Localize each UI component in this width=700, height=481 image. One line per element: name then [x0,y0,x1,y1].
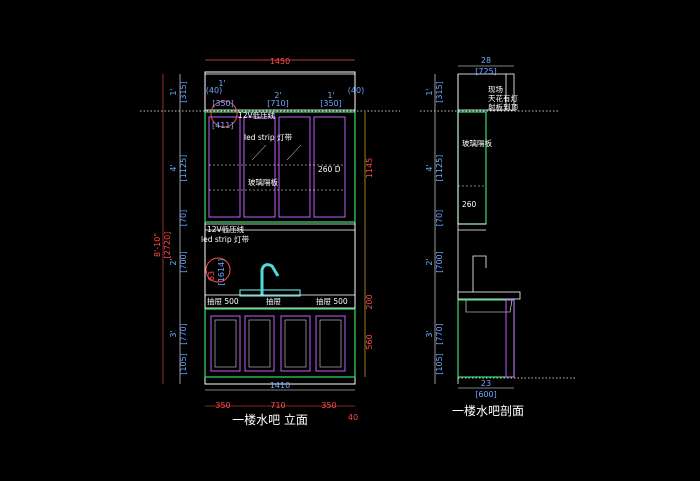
label-glass-dim: [411] [212,121,234,130]
left-base-in: [770] [179,323,188,345]
section-left-counter-ft: 2' [425,258,434,265]
left-upper-in: [1125] [179,155,188,182]
section-note-1: 现场 [488,85,503,94]
left-counter-in: [700] [179,251,188,273]
section-left-mid-in: [70] [435,210,444,226]
base-door-4 [315,315,346,372]
label-v12-top: 12V低压线 [238,110,276,120]
label-glass-shelf: 玻璃隔板 [248,177,278,187]
bottom-seg-2: 710 [270,401,285,410]
base-door-panel [284,319,307,368]
col-in-2: [710] [267,99,289,108]
glass-door-3 [278,116,311,218]
label-led-bottom: led strip 灯带 [201,234,250,244]
glass-hatch [251,144,267,161]
left-counter-ft: 2' [169,258,178,265]
section-top-ft: 28 [481,56,491,65]
elevation-view: 1450 1' 2' 1' [350] [710] [350] (40) (40… [140,57,400,427]
base-door-2 [244,315,275,372]
cabinet-outline [204,71,356,385]
base-door-panel [319,319,342,368]
bottom-width: 1410 [270,381,290,390]
section-countertop [457,291,521,300]
section-left-base-in: [770] [435,323,444,345]
glass-hatch [286,144,302,161]
callout-circle [210,100,238,128]
left-base-ft: 3' [169,330,178,337]
section-top-width: [725] [475,67,497,76]
top-width: 1450 [270,57,290,66]
section-door [505,299,515,378]
label-drawer-left: 抽屉 500 [207,296,239,306]
countertop [204,294,356,309]
left-mid-in: [70] [179,210,188,226]
section-left-base-ft: 3' [425,330,434,337]
right-dim-upper: 1145 [365,158,374,178]
elevation-title: 一楼水吧 立面 [232,412,308,427]
section-view: 28 [725] 现场 天花有灯 射板到顶 玻璃隔板 260 1' [315] … [420,56,575,418]
sink [239,289,301,297]
section-glass-shelf: 玻璃隔板 [462,138,492,148]
section-bottom-ft: 23 [481,379,491,388]
callout-circle [205,257,231,283]
section-title: 一楼水吧剖面 [452,403,524,418]
bottom-seg-4: 40 [348,413,358,422]
left-foot-in: [105] [179,353,188,375]
col-ft-1: 1' [218,79,225,88]
col-sub-2: (40) [348,86,364,95]
section-faucet-icon [472,255,487,292]
section-left-top-in: [315] [435,81,444,103]
section-note-2: 天花有灯 [488,93,518,103]
section-shelf-dim: 260 [462,200,477,209]
label-v12-bottom: 12V低压线 [207,224,245,234]
section-sink [465,299,513,313]
base-door-3 [280,315,311,372]
left-total-ft: 8'-10" [153,233,162,257]
label-circle-dim: [1614] [217,259,226,286]
glass-door-1 [208,116,241,218]
base-door-panel [214,319,237,368]
faucet-icon [260,263,280,295]
label-led-top: led strip 灯带 [244,132,293,142]
bottom-seg-1: 350 [215,401,230,410]
left-top-ft: 1' [169,88,178,95]
base-door-1 [210,315,241,372]
top-box [204,73,356,111]
col-sub-1: (40) [206,86,222,95]
section-left-top-ft: 1' [425,88,434,95]
col-ft-3: 1' [327,91,334,100]
label-shelf-260: 260 D [318,165,341,174]
section-left-counter-in: [700] [435,251,444,273]
base-door-panel [248,319,271,368]
label-drawer-right: 抽屉 500 [316,296,348,306]
left-upper-ft: 4' [169,164,178,171]
label-drawer-center: 抽屉 [266,296,281,306]
section-left-foot-in: [105] [435,353,444,375]
label-circle-ft: 63 [207,271,216,281]
section-left-upper-in: [1125] [435,155,444,182]
glass-door-2 [243,116,276,218]
lower-cabinet [204,308,356,378]
left-total-in: [2720] [163,232,172,259]
left-top-in: [315] [179,81,188,103]
col-ft-2: 2' [274,91,281,100]
right-dim-counter: 200 [365,294,374,309]
section-bottom-width: [600] [475,390,497,399]
section-left-upper-ft: 4' [425,164,434,171]
section-note-3: 射板到顶 [488,102,518,112]
col-in-3: [350] [320,99,342,108]
col-in-1: [350] [212,99,234,108]
glass-door-4 [313,116,346,218]
bottom-seg-3: 350 [321,401,336,410]
upper-cabinet [204,111,356,223]
right-dim-base: 560 [365,334,374,349]
